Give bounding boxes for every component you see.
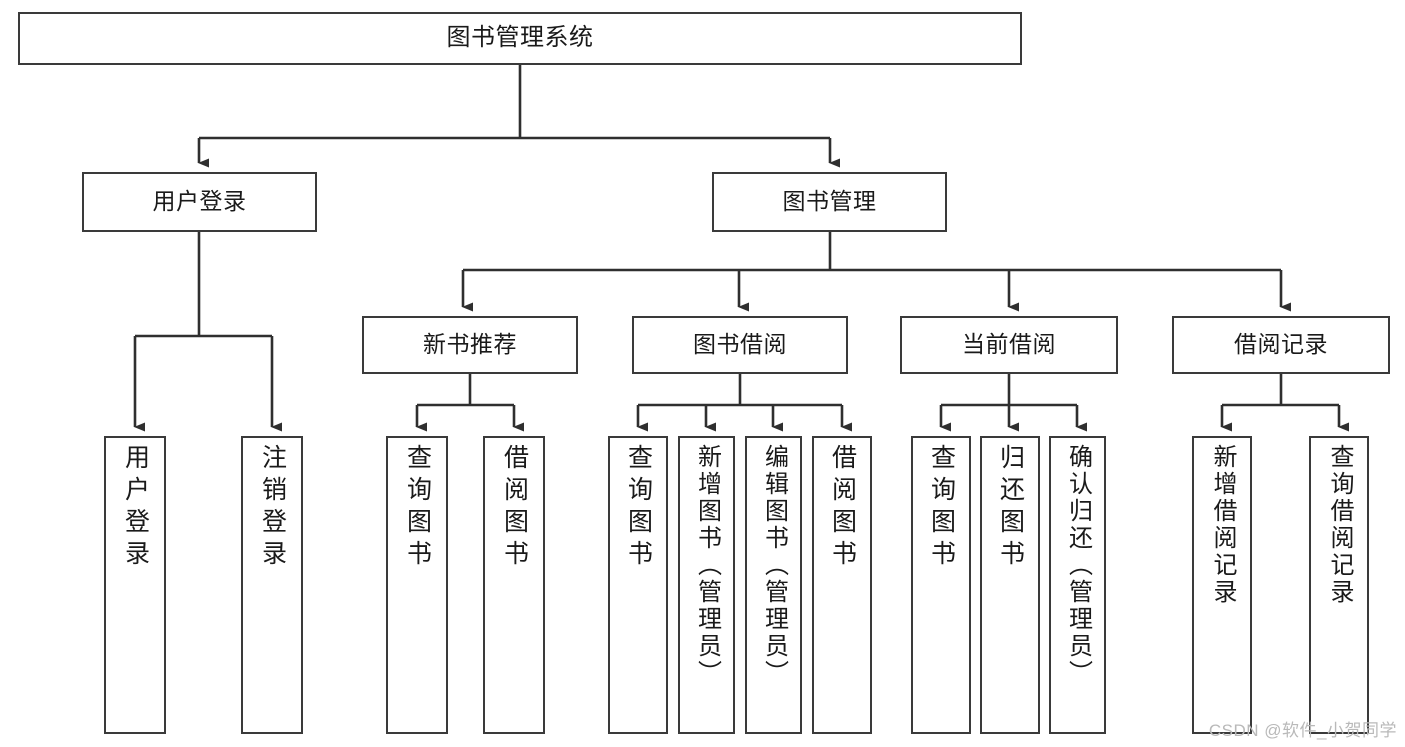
node-label: 查询借阅记录 xyxy=(1326,444,1353,606)
node-label: 查询图书 xyxy=(927,444,956,572)
node-label: 图书借阅 xyxy=(693,331,787,358)
node-label: 借阅图书 xyxy=(500,444,529,572)
node-label: 注销登录 xyxy=(258,444,287,572)
node-new-book-recommend[interactable]: 新书推荐 xyxy=(362,316,578,374)
node-label: 确认归还（管理员） xyxy=(1064,444,1092,687)
node-label: 编辑图书（管理员） xyxy=(760,444,788,687)
node-label: 新增借阅记录 xyxy=(1209,444,1236,606)
leaf-node-logout-login[interactable]: 注销登录 xyxy=(241,436,303,734)
node-label: 图书管理系统 xyxy=(446,24,594,52)
node-book-borrow[interactable]: 图书借阅 xyxy=(632,316,848,374)
node-label: 用户登录 xyxy=(152,188,247,215)
node-user-login[interactable]: 用户登录 xyxy=(82,172,317,232)
node-root-book-management-system[interactable]: 图书管理系统 xyxy=(18,12,1022,65)
csdn-watermark: CSDN @软件_小贺同学 xyxy=(1208,721,1397,740)
leaf-node-add-borrow-record[interactable]: 新增借阅记录 xyxy=(1192,436,1252,734)
leaf-node-edit-book-admin[interactable]: 编辑图书（管理员） xyxy=(745,436,802,734)
leaf-node-query-borrow-record[interactable]: 查询借阅记录 xyxy=(1309,436,1369,734)
node-label: 当前借阅 xyxy=(962,331,1056,358)
node-label: 新增图书（管理员） xyxy=(693,444,721,687)
leaf-node-add-book-admin[interactable]: 新增图书（管理员） xyxy=(678,436,735,734)
node-book-management[interactable]: 图书管理 xyxy=(712,172,947,232)
node-label: 借阅记录 xyxy=(1234,331,1328,358)
node-label: 借阅图书 xyxy=(828,444,857,572)
leaf-node-borrow-book-borrow[interactable]: 借阅图书 xyxy=(812,436,872,734)
node-label: 用户登录 xyxy=(121,444,150,572)
leaf-node-user-login[interactable]: 用户登录 xyxy=(104,436,166,734)
leaf-node-borrow-book-recommend[interactable]: 借阅图书 xyxy=(483,436,545,734)
leaf-node-return-book[interactable]: 归还图书 xyxy=(980,436,1040,734)
node-current-borrow[interactable]: 当前借阅 xyxy=(900,316,1118,374)
node-label: 查询图书 xyxy=(403,444,432,572)
leaf-node-query-book-borrow[interactable]: 查询图书 xyxy=(608,436,668,734)
leaf-node-query-book-recommend[interactable]: 查询图书 xyxy=(386,436,448,734)
node-label: 查询图书 xyxy=(624,444,653,572)
node-label: 归还图书 xyxy=(996,444,1025,572)
node-label: 图书管理 xyxy=(782,188,877,215)
node-borrow-record[interactable]: 借阅记录 xyxy=(1172,316,1390,374)
leaf-node-confirm-return-admin[interactable]: 确认归还（管理员） xyxy=(1049,436,1106,734)
node-label: 新书推荐 xyxy=(423,331,517,358)
leaf-node-query-book-current[interactable]: 查询图书 xyxy=(911,436,971,734)
